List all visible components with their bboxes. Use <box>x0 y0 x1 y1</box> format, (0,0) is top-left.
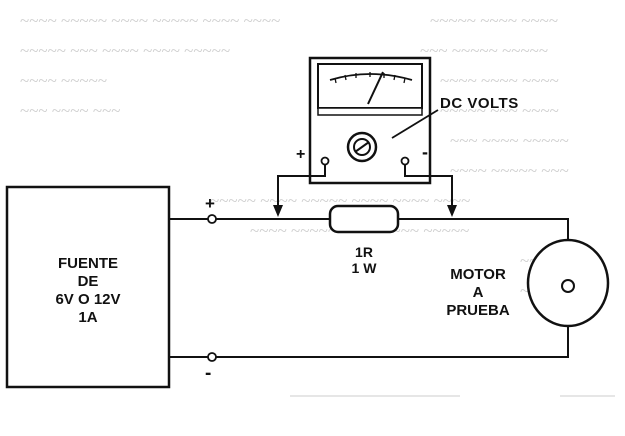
power-supply: FUENTE DE 6V O 12V 1A <box>5 185 171 389</box>
resistor-body <box>328 204 400 234</box>
power-supply-label-line4: 1A <box>78 309 97 326</box>
svg-text:~~~~~ ~~~ ~~~~ ~~~~ ~~~~~: ~~~~~ ~~~ ~~~~ ~~~~ ~~~~~ <box>20 41 230 60</box>
svg-text:~~~~~ ~~~ ~~~~: ~~~~~ ~~~ ~~~~ <box>440 101 559 120</box>
power-supply-box <box>5 185 171 389</box>
resistor: 1R 1 W <box>328 204 400 276</box>
voltmeter-dial-base <box>317 107 423 116</box>
motor-label-line3: PRUEBA <box>446 302 510 319</box>
meter-lead-arrows <box>273 205 457 217</box>
motor-shaft <box>561 279 575 293</box>
meter-label: DC VOLTS <box>440 95 519 112</box>
power-supply-label-line3: 6V O 12V <box>55 291 120 308</box>
supply-minus-sign: - <box>205 363 211 384</box>
adjust-screw-icon <box>346 131 378 163</box>
meter-minus-sign: - <box>422 142 428 162</box>
svg-text:~~~ ~~~~ ~~~~~: ~~~ ~~~~ ~~~~~ <box>450 131 569 150</box>
voltmeter: + - DC VOLTS <box>296 56 519 185</box>
voltmeter-scale-ticks <box>334 72 406 84</box>
resistor-label-line1: 1R <box>355 244 373 260</box>
meter-label-leader <box>391 109 439 139</box>
wire-motor-return <box>216 310 569 358</box>
meter-leads <box>277 164 453 207</box>
motor-label-line2: A <box>473 284 484 301</box>
motor-label-line1: MOTOR <box>450 266 506 283</box>
supply-terminal-positive <box>207 214 217 224</box>
svg-text:~~~ ~~~~~ ~~~~~: ~~~ ~~~~~ ~~~~~ <box>420 41 548 60</box>
svg-text:~~~~ ~~~~~ ~~~: ~~~~ ~~~~~ ~~~ <box>450 161 569 180</box>
meter-lead-negative <box>404 164 453 207</box>
svg-text:~~~~ ~~~~~: ~~~~ ~~~~~ <box>20 71 107 90</box>
meter-terminal-positive <box>320 156 330 166</box>
power-supply-label-line1: FUENTE <box>58 255 118 272</box>
svg-text:~~~~ ~~~~ ~~~~: ~~~~ ~~~~ ~~~~ <box>440 71 559 90</box>
meter-plus-sign: + <box>296 146 305 163</box>
motor-symbol-icon <box>526 238 610 328</box>
svg-text:~~~ ~~~~ ~~~: ~~~ ~~~~ ~~~ <box>20 101 120 120</box>
meter-lead-positive <box>277 164 326 207</box>
resistor-label-line2: 1 W <box>352 260 378 276</box>
svg-text:~~~~ ~~~~~ ~~~~ ~~~~~ ~~~~ ~~~: ~~~~ ~~~~~ ~~~~ ~~~~~ ~~~~ ~~~~ <box>20 11 280 30</box>
svg-text:~~~~~ ~~~~ ~~~~: ~~~~~ ~~~~ ~~~~ <box>430 11 558 30</box>
meter-terminal-negative <box>400 156 410 166</box>
supply-terminal-negative <box>207 352 217 362</box>
supply-plus-sign: + <box>205 194 215 213</box>
power-supply-label-line2: DE <box>78 273 99 290</box>
meter-needle-icon <box>367 71 384 105</box>
